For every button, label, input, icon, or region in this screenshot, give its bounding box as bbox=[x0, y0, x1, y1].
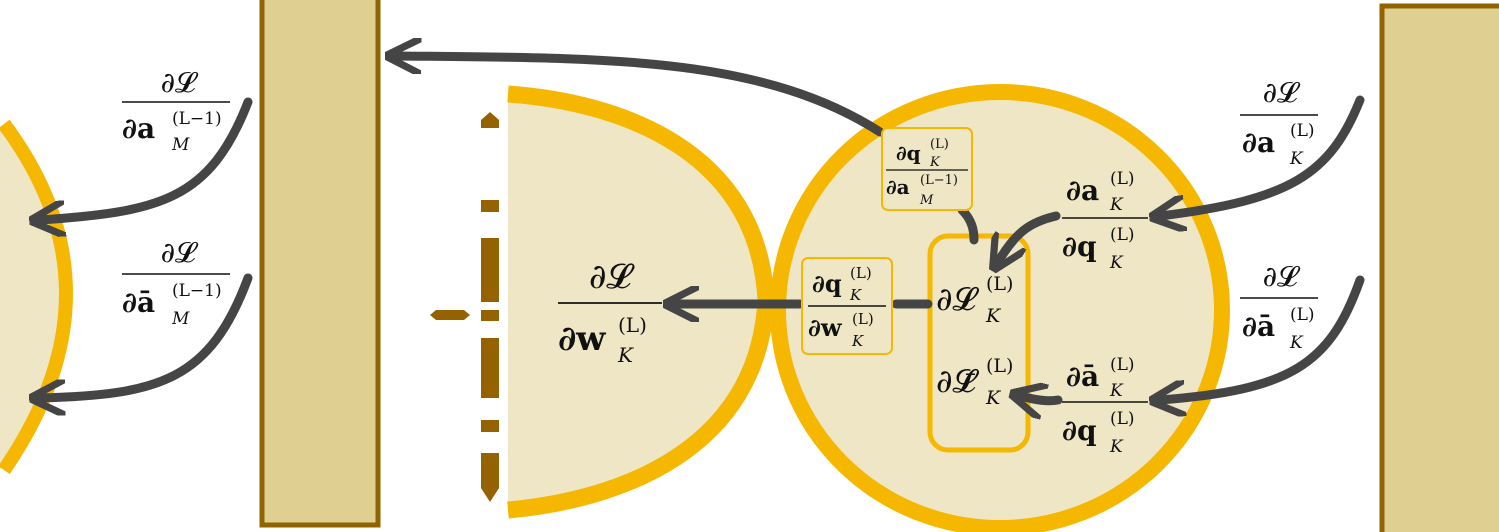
arrow-abar-to-Lbar bbox=[1020, 396, 1063, 401]
label-dq-da-prev-den-sub: M bbox=[919, 193, 934, 208]
label-da-dq-den: ∂q bbox=[1062, 230, 1097, 263]
label-dL-dw-den: ∂w bbox=[558, 319, 606, 359]
left-layer-rail bbox=[259, 0, 381, 528]
label-dL-dabar-num: ∂𝓛 bbox=[1263, 260, 1301, 293]
label-dLbar-sub: K bbox=[985, 387, 1002, 409]
arrow-right-bottom bbox=[1160, 275, 1365, 400]
label-dL-dabar-prev-sub: M bbox=[171, 309, 190, 329]
label-dL-da-prev-sup: (L−1) bbox=[172, 109, 222, 129]
label-dabar-dq: ∂ā (L) K ∂q (L) K bbox=[1062, 355, 1148, 457]
label-da-dq-num: ∂a bbox=[1066, 174, 1099, 207]
label-dq-dw: ∂q (L) K ∂w (L) K bbox=[808, 264, 886, 350]
label-dL-da-den: ∂a bbox=[1242, 126, 1275, 159]
label-dq-dw-num-sub: K bbox=[849, 286, 862, 304]
label-dL-dabar-prev-sup: (L−1) bbox=[172, 281, 222, 301]
label-dL-da-prev-sub: M bbox=[171, 135, 190, 155]
right-layer-rail bbox=[1379, 3, 1499, 532]
label-dL-sym: ∂𝓛 bbox=[936, 280, 980, 318]
label-dLbar-sup: (L) bbox=[986, 355, 1013, 377]
synapse-fill bbox=[508, 92, 766, 510]
label-dabar-dq-den: ∂q bbox=[1062, 414, 1097, 447]
label-da-dq-num-sup: (L) bbox=[1110, 169, 1135, 189]
label-dq-da-prev: ∂q (L) K ∂a (L−1) M bbox=[886, 137, 968, 208]
label-dL-sup: (L) bbox=[986, 273, 1013, 295]
label-dq-da-prev-den-sup: (L−1) bbox=[920, 173, 958, 188]
label-dL-da: ∂𝓛 ∂a (L) K bbox=[1240, 76, 1318, 169]
label-dL-dabar-sup: (L) bbox=[1290, 305, 1315, 325]
label-dabar-dq-den-sub: K bbox=[1109, 437, 1124, 457]
label-dq-da-prev-num: ∂q bbox=[896, 141, 921, 165]
label-da-dq-num-sub: K bbox=[1109, 195, 1124, 215]
label-dL-sub: K bbox=[985, 305, 1002, 327]
label-dq-da-prev-num-sup: (L) bbox=[930, 137, 949, 152]
arrow-a-to-L bbox=[998, 211, 1061, 262]
arrow-left-top bbox=[40, 97, 253, 220]
label-dabar-dq-num: ∂ā bbox=[1066, 360, 1099, 393]
label-dq-da-prev-den: ∂a bbox=[886, 175, 910, 199]
label-dL-da-prev-num: ∂𝓛 bbox=[161, 66, 199, 99]
label-dLbar: ∂𝓛̄ (L) K bbox=[936, 355, 1013, 409]
label-dL-dabar-prev: ∂𝓛 ∂ā (L−1) M bbox=[122, 236, 230, 329]
left-neuron-outline bbox=[0, 119, 73, 474]
dash-dot-divider bbox=[430, 112, 499, 502]
label-dL: ∂𝓛 (L) K bbox=[936, 273, 1013, 327]
label-dq-da-prev-num-sub: K bbox=[929, 155, 941, 170]
label-dL-dabar-prev-den: ∂ā bbox=[122, 286, 155, 319]
arrow-to-prev-layer bbox=[396, 56, 885, 137]
label-dabar-dq-den-sup: (L) bbox=[1110, 409, 1135, 429]
label-da-dq: ∂a (L) K ∂q (L) K bbox=[1062, 169, 1148, 273]
label-dL-dabar-den: ∂ā bbox=[1242, 310, 1275, 343]
label-da-dq-den-sup: (L) bbox=[1110, 225, 1135, 245]
label-dabar-dq-num-sup: (L) bbox=[1110, 355, 1135, 375]
label-dq-dw-num: ∂q bbox=[812, 269, 842, 298]
label-dL-dw-sup: (L) bbox=[618, 313, 647, 337]
label-dL-dabar-sub: K bbox=[1289, 333, 1304, 353]
label-dL-dw: ∂𝓛 ∂w (L) K bbox=[558, 257, 662, 367]
label-dL-dabar: ∂𝓛 ∂ā (L) K bbox=[1240, 260, 1318, 353]
label-dq-dw-den: ∂w bbox=[808, 313, 843, 342]
label-dq-dw-den-sub: K bbox=[851, 332, 864, 350]
arrow-right-top bbox=[1160, 95, 1365, 216]
label-dabar-dq-num-sub: K bbox=[1109, 381, 1124, 401]
loss-box bbox=[927, 233, 1031, 453]
label-dLbar-sym: ∂𝓛̄ bbox=[936, 362, 980, 400]
label-dL-da-num: ∂𝓛 bbox=[1263, 76, 1301, 109]
label-dL-dabar-prev-num: ∂𝓛 bbox=[161, 236, 199, 269]
label-dL-da-prev: ∂𝓛 ∂a (L−1) M bbox=[122, 66, 230, 155]
arrow-loss-up bbox=[957, 205, 979, 245]
label-dL-da-sub: K bbox=[1289, 149, 1304, 169]
dq-da-prev-box bbox=[881, 127, 973, 211]
label-dL-dw-sub: K bbox=[617, 343, 634, 367]
label-dL-dw-num: ∂𝓛 bbox=[589, 257, 636, 297]
label-dL-da-sup: (L) bbox=[1290, 121, 1315, 141]
arrow-left-bottom bbox=[40, 273, 253, 398]
label-dq-dw-den-sup: (L) bbox=[852, 310, 874, 328]
gradient-arrows bbox=[40, 56, 1365, 401]
label-dL-da-prev-den: ∂a bbox=[122, 112, 155, 145]
label-da-dq-den-sub: K bbox=[1109, 253, 1124, 273]
label-dq-dw-num-sup: (L) bbox=[850, 264, 872, 282]
